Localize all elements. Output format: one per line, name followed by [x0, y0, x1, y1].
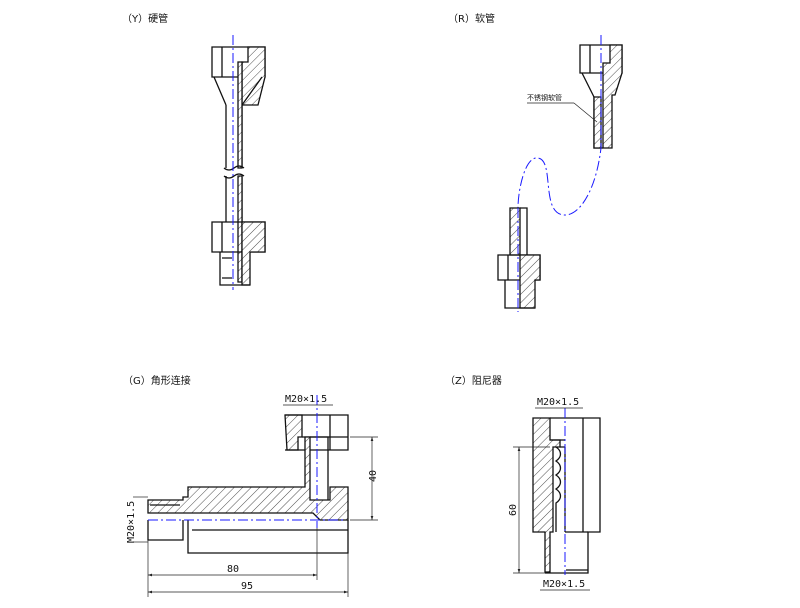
panel-angle-connector: （G）角形连接 M20×1.5 40 80 95 M20×1.5	[123, 374, 379, 597]
panel-flexible-hose: （R）软管 不锈钢软管	[448, 12, 623, 312]
dimension-60: 60	[508, 504, 519, 516]
damper-drawing: M20×1.5 60 M20×1.5	[508, 397, 601, 591]
dimension-95: 95	[241, 581, 253, 592]
dimension-80: 80	[227, 564, 239, 575]
rigid-pipe-drawing	[211, 35, 266, 290]
thread-label-top: M20×1.5	[285, 394, 327, 405]
panel-damper: （Z）阻尼器 M20×1.5 60 M20×1.5	[445, 375, 601, 591]
dimension-40: 40	[368, 470, 379, 482]
angle-connector-drawing: M20×1.5 40 80 95 M20×1.5	[126, 394, 379, 597]
flexible-hose-drawing: 不锈钢软管	[497, 35, 623, 312]
panel-title-r: （R）软管	[448, 12, 495, 25]
callout-leader	[573, 102, 598, 123]
panel-title-z: （Z）阻尼器	[445, 375, 502, 387]
panel-title-g: （G）角形连接	[123, 374, 191, 387]
panel-rigid-pipe: （Y）硬管	[122, 12, 266, 290]
thread-label-top: M20×1.5	[537, 397, 579, 408]
callout-stainless-hose: 不锈钢软管	[527, 93, 562, 102]
thread-label-side: M20×1.5	[126, 501, 137, 543]
panel-title-y: （Y）硬管	[122, 12, 168, 25]
thread-label-bottom: M20×1.5	[543, 579, 585, 590]
